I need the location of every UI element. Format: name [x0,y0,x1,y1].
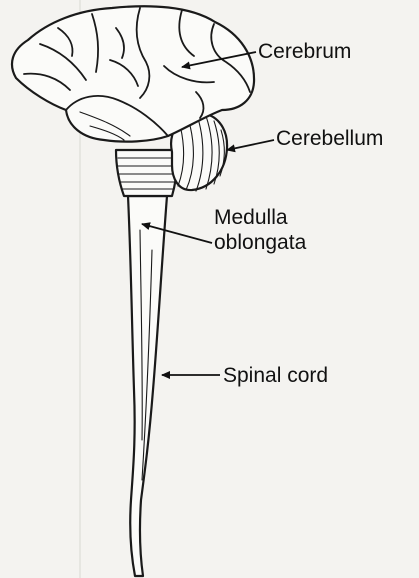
medulla-label-line2: oblongata [214,231,307,254]
cerebellum-pointer [227,140,274,150]
spinal-cord-label: Spinal cord [223,364,328,387]
cerebellum-label: Cerebellum [276,127,383,150]
cerebrum-label: Cerebrum [258,40,351,63]
medulla-label-line1: Medulla [214,206,288,229]
